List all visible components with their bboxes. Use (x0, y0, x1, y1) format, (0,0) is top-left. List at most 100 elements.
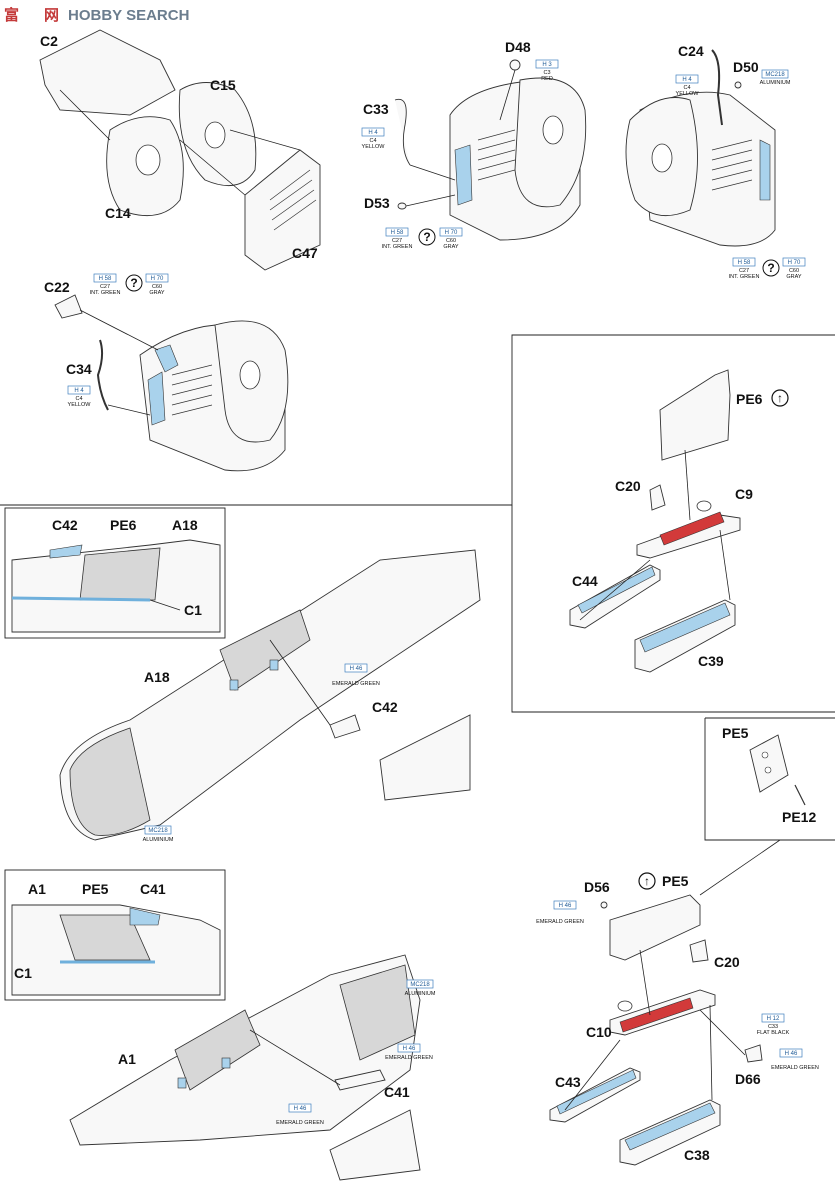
svg-text:H 70: H 70 (151, 276, 164, 282)
part-c20b-shape (689, 939, 709, 963)
assembly-pe5-c10-c43-c38: D56 ↑ PE5 C20 C10 D66 C43 C38 H 46 EMERA… (536, 839, 819, 1166)
label-c33: C33 (363, 101, 389, 117)
part-c41-cockpit (329, 1109, 421, 1181)
question-icon (125, 274, 143, 292)
callout-right-cylinder: H 58 C27 INT. GREEN ? H 70 C60 GRAY (729, 257, 806, 280)
label-c38: C38 (684, 1147, 710, 1163)
svg-text:EMERALD GREEN: EMERALD GREEN (332, 681, 380, 687)
callout-d66-black: H 12 C33 FLAT BLACK (757, 1013, 790, 1036)
svg-text:H 46: H 46 (403, 1046, 416, 1052)
svg-text:EMERALD GREEN: EMERALD GREEN (385, 1055, 433, 1061)
svg-text:C4: C4 (75, 396, 82, 402)
label-a18-inset: A18 (172, 517, 198, 533)
callout-a1-alu: MC218 ALUMINIUM (405, 979, 436, 997)
pe-arrow-icon: ↑ (638, 872, 656, 890)
part-c33-shape (394, 98, 411, 166)
label-c42: C42 (372, 699, 398, 715)
svg-text:EMERALD GREEN: EMERALD GREEN (536, 919, 584, 925)
assembly-cylinder-c22-c34: C22 C34 H 58 C27 INT. GREEN ? H 70 C60 G… (44, 273, 289, 472)
svg-text:H 46: H 46 (294, 1106, 307, 1112)
label-d56: D56 (584, 879, 610, 895)
label-a1: A1 (118, 1051, 136, 1067)
label-pe6: PE6 (736, 391, 763, 407)
svg-text:↑: ↑ (777, 391, 783, 405)
assembly-pe6-c9-c44-c39: PE6 ↑ C20 C9 C44 C39 (569, 369, 789, 673)
svg-text:H 3: H 3 (542, 62, 552, 68)
photoetch-icon (696, 500, 712, 512)
watermark-brand: HOBBY SEARCH (68, 7, 189, 24)
svg-text:INT. GREEN: INT. GREEN (90, 290, 121, 296)
svg-text:INT. GREEN: INT. GREEN (382, 244, 413, 250)
svg-text:H 70: H 70 (445, 230, 458, 236)
label-c39: C39 (698, 653, 724, 669)
svg-text:C60: C60 (446, 238, 456, 244)
part-c9-red (659, 511, 725, 546)
label-pe6-inset: PE6 (110, 517, 137, 533)
label-d50: D50 (733, 59, 759, 75)
assembly-c2-c14-c15-c47: C2 C15 C14 C47 (39, 29, 321, 271)
label-pe5-detail: PE5 (722, 725, 749, 741)
svg-text:EMERALD GREEN: EMERALD GREEN (771, 1065, 819, 1071)
label-a1-inset: A1 (28, 881, 46, 897)
svg-text:RED: RED (541, 76, 553, 82)
svg-text:H 46: H 46 (785, 1051, 798, 1057)
detail-frame-pe5 (704, 718, 835, 841)
svg-text:H 58: H 58 (99, 276, 112, 282)
part-c34-shape (96, 339, 109, 411)
svg-text:?: ? (767, 261, 774, 275)
question-icon (762, 259, 780, 277)
part-c10-red (619, 997, 694, 1033)
callout-a18-alu: MC218 ALUMINIUM (143, 825, 174, 843)
frame-line-top (0, 334, 835, 506)
watermark-logo: 富 网 HOBBY SEARCH (4, 6, 189, 24)
inset-a1-detail: A1 PE5 C41 C1 (11, 881, 221, 996)
frame-line-mid (511, 505, 835, 713)
svg-text:H 4: H 4 (74, 388, 84, 394)
part-c24-shape (711, 49, 723, 126)
svg-text:H 4: H 4 (682, 77, 692, 83)
label-d48: D48 (505, 39, 531, 55)
watermark-cn-2: 网 (44, 6, 59, 24)
photoetch-icon (617, 1000, 633, 1012)
callout-d66-green: H 46 EMERALD GREEN (771, 1048, 819, 1071)
svg-text:MC218: MC218 (765, 72, 785, 78)
svg-text:FLAT BLACK: FLAT BLACK (757, 1030, 790, 1036)
part-d48-shape (509, 59, 521, 71)
assembly-cylinder-center: D48 C33 D53 H 3 C3 RED H 4 C4 YELLOW H 5… (362, 39, 587, 250)
svg-text:H 46: H 46 (559, 903, 572, 909)
part-pe6-shape (659, 369, 731, 461)
svg-text:H 58: H 58 (391, 230, 404, 236)
svg-text:H 4: H 4 (368, 130, 378, 136)
svg-text:ALUMINIUM: ALUMINIUM (760, 80, 791, 86)
svg-text:MC218: MC218 (410, 982, 430, 988)
label-c41-inset: C41 (140, 881, 166, 897)
svg-text:ALUMINIUM: ALUMINIUM (143, 837, 174, 843)
label-pe5: PE5 (662, 873, 689, 889)
callout-d50: MC218 ALUMINIUM (760, 69, 791, 86)
label-a18: A18 (144, 669, 170, 685)
inset-frame-a1 (4, 869, 226, 1001)
svg-text:H 12: H 12 (767, 1016, 780, 1022)
label-c20b: C20 (714, 954, 740, 970)
part-d56-shape (600, 901, 608, 909)
svg-text:H 70: H 70 (788, 260, 801, 266)
label-c41: C41 (384, 1084, 410, 1100)
detail-pe5-pe12: PE5 PE12 (722, 725, 816, 825)
label-c10: C10 (586, 1024, 612, 1040)
svg-text:YELLOW: YELLOW (68, 402, 92, 408)
part-d53-shape (397, 202, 407, 210)
svg-text:?: ? (130, 276, 137, 290)
part-c2-shape (39, 29, 176, 116)
svg-text:ALUMINIUM: ALUMINIUM (405, 991, 436, 997)
svg-text:C27: C27 (739, 268, 749, 274)
part-c42-cockpit (379, 714, 471, 801)
inset-frame-a18 (4, 507, 226, 639)
label-c20a: C20 (615, 478, 641, 494)
label-d53: D53 (364, 195, 390, 211)
label-c22: C22 (44, 279, 70, 295)
part-d50-shape (734, 81, 742, 89)
svg-text:H 46: H 46 (350, 666, 363, 672)
inset-a18-detail: C42 PE6 A18 C1 (11, 517, 221, 633)
svg-text:C4: C4 (683, 85, 690, 91)
